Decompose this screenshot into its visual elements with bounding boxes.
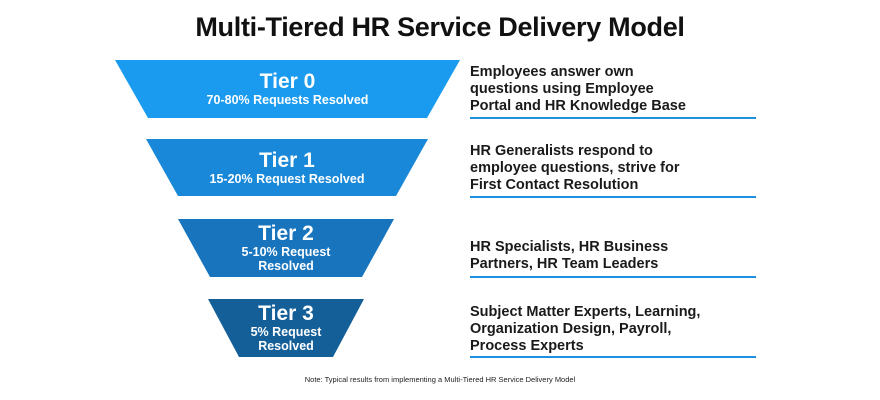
tier-0-resolved: 70-80% Requests Resolved <box>206 93 369 107</box>
tier-2-resolved-line-1: 5-10% Request <box>241 245 331 259</box>
tier-1-name: Tier 1 <box>259 148 315 172</box>
tier-1-description: HR Generalists respond to employee quest… <box>470 143 680 193</box>
tier-3-description: Subject Matter Experts, Learning, Organi… <box>470 304 701 354</box>
tier-3-resolved-line-2: Resolved <box>258 339 314 353</box>
tier-1-divider <box>470 196 756 198</box>
tier-3-divider <box>470 356 756 358</box>
tier-0-shape: Tier 0 70-80% Requests Resolved <box>115 60 460 118</box>
tier-0-divider <box>470 117 756 119</box>
tier-0-description: Employees answer own questions using Emp… <box>470 64 686 114</box>
tier-2-divider <box>470 276 756 278</box>
tier-2-description: HR Specialists, HR Business Partners, HR… <box>470 239 669 272</box>
tier-2-shape: Tier 2 5-10% Request Resolved <box>178 219 394 277</box>
tier-3-trapezoid <box>208 299 364 357</box>
tier-2-name: Tier 2 <box>258 222 314 245</box>
tier-0-name: Tier 0 <box>259 70 316 93</box>
page-title: Multi-Tiered HR Service Delivery Model <box>195 12 685 42</box>
tier-1-shape: Tier 1 15-20% Request Resolved <box>146 139 428 196</box>
tier-2-trapezoid <box>178 219 394 277</box>
tier-1-trapezoid <box>146 139 428 196</box>
tier-3-resolved-line-1: 5% Request <box>250 325 322 339</box>
tier-3-name: Tier 3 <box>258 302 314 325</box>
tier-3-shape: Tier 3 5% Request Resolved <box>208 299 364 357</box>
tier-0-trapezoid <box>115 60 460 118</box>
tier-2-resolved-line-2: Resolved <box>258 259 314 273</box>
footnote: Note: Typical results from implementing … <box>304 375 576 384</box>
tier-1-resolved: 15-20% Request Resolved <box>209 171 365 186</box>
